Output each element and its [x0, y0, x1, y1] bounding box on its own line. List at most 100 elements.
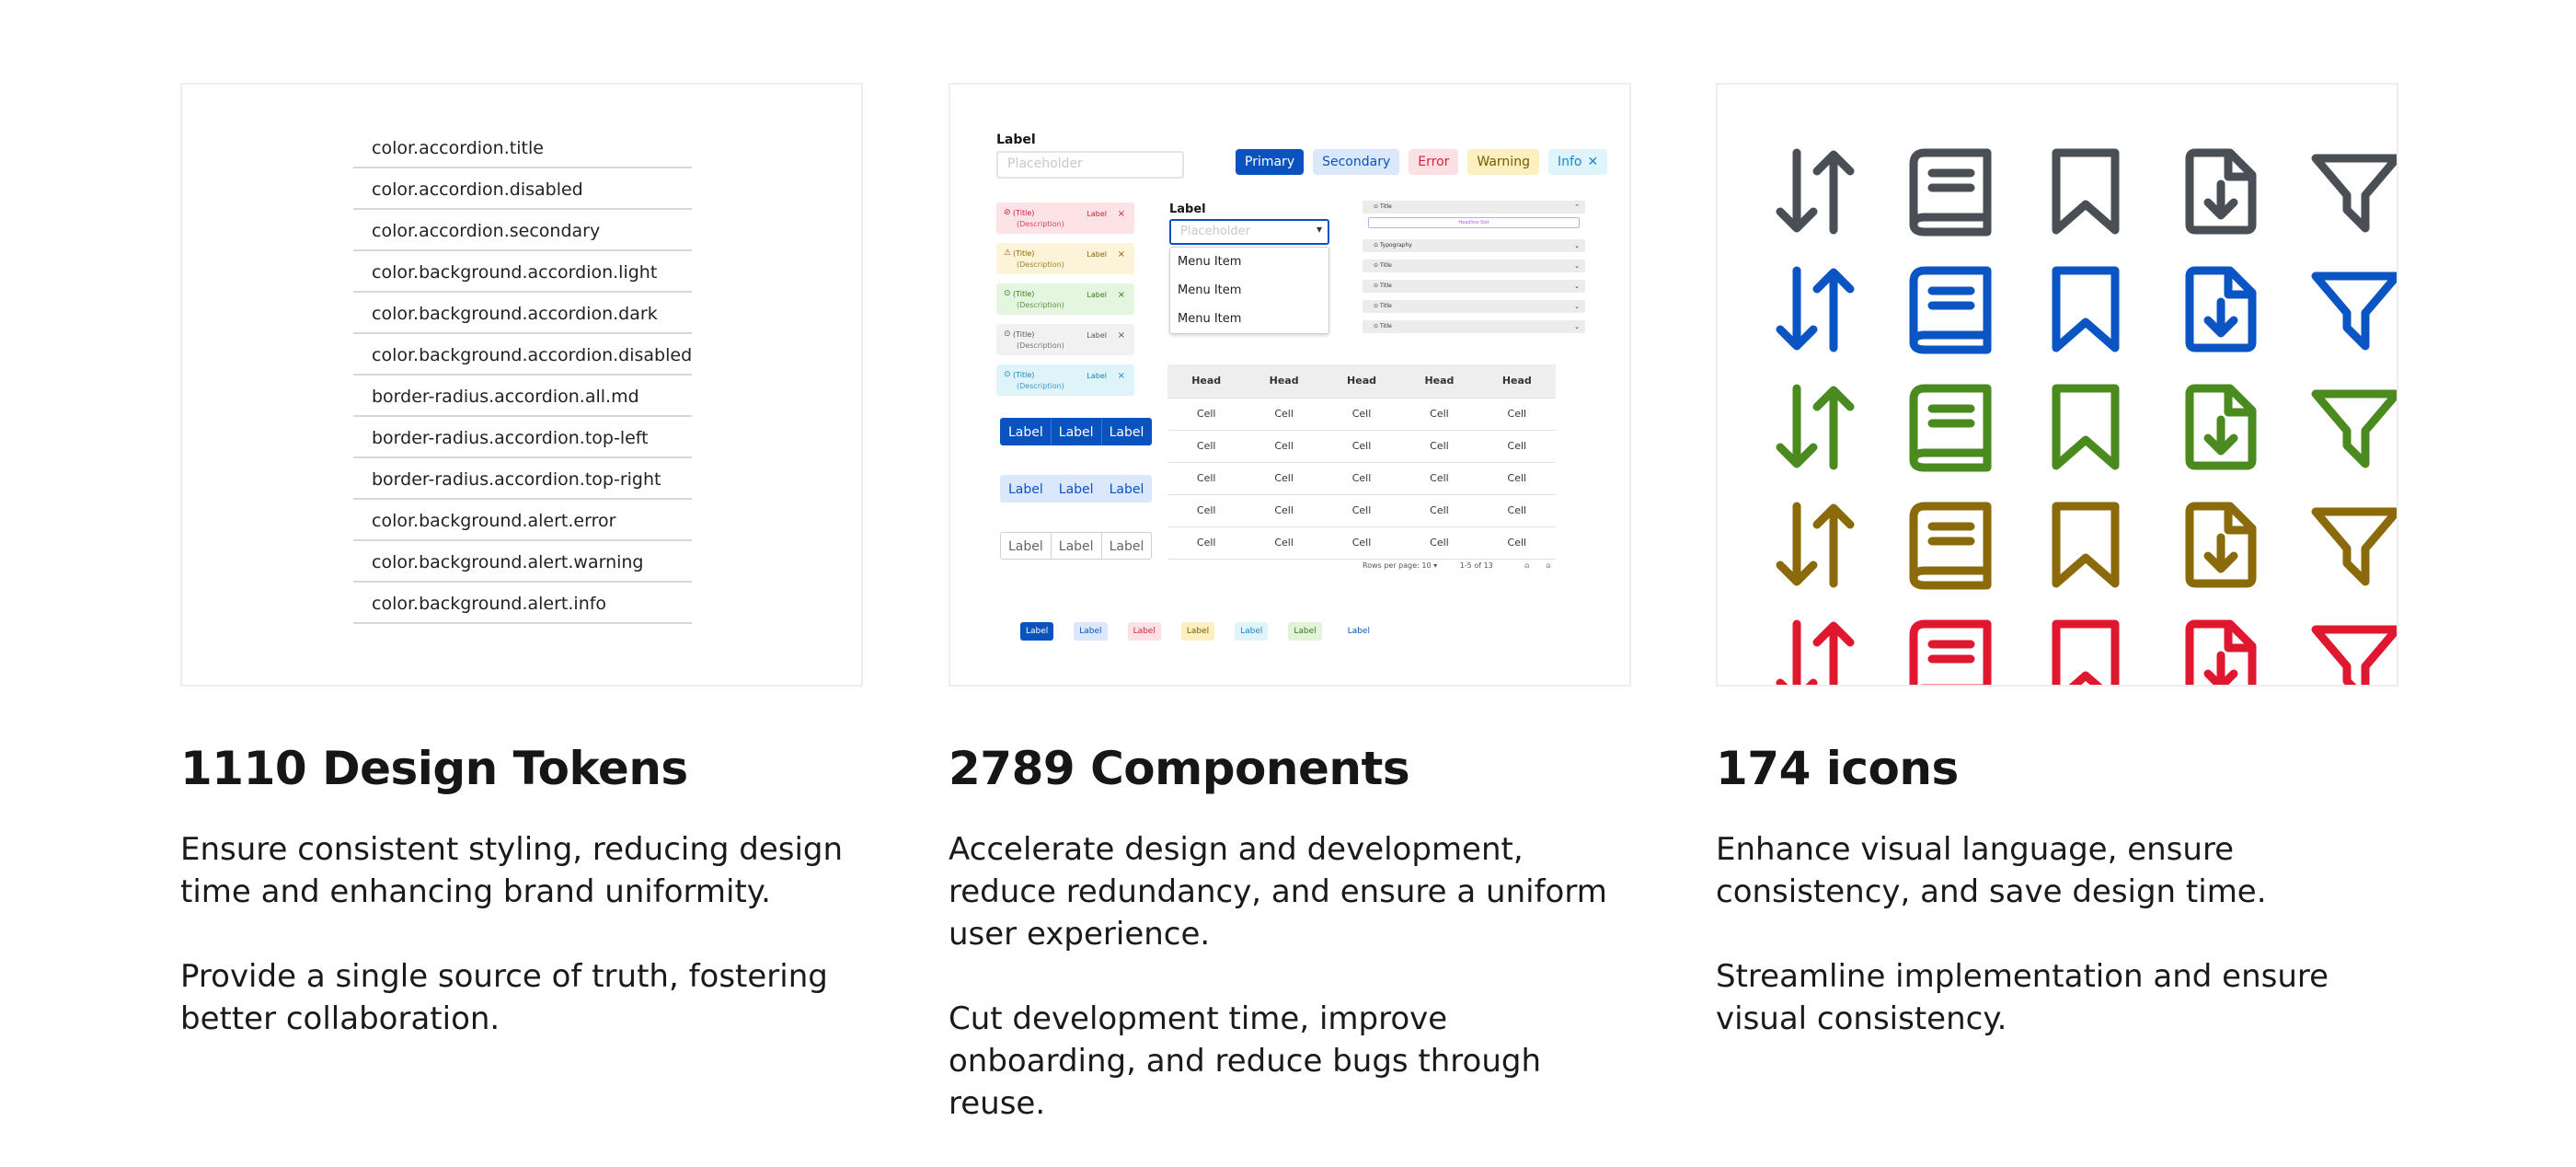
- menu-item[interactable]: Menu Item: [1178, 283, 1242, 297]
- mini-tag[interactable]: Label: [1127, 622, 1161, 641]
- components-card: Label Placeholder Primary Secondary Error W…: [949, 83, 1631, 687]
- table-header-cell[interactable]: Head: [1501, 375, 1532, 387]
- table-header-cell[interactable]: Head: [1347, 375, 1376, 387]
- token-row: color.accordion.title: [353, 127, 692, 168]
- chevron-up-icon: ⌃: [1574, 203, 1580, 211]
- tag-info[interactable]: Info ✕: [1547, 149, 1608, 175]
- accordion-row[interactable]: ⊙ Title⌄: [1363, 280, 1585, 293]
- accordion-header[interactable]: ⊙ Title ⌃: [1363, 201, 1585, 214]
- prev-page-icon[interactable]: ⍝: [1524, 561, 1530, 570]
- close-icon[interactable]: ×: [1117, 249, 1125, 260]
- alert-action[interactable]: Label: [1087, 331, 1107, 340]
- group-button[interactable]: Label: [1008, 482, 1043, 497]
- mini-tag[interactable]: Label: [1341, 622, 1375, 641]
- mini-tag[interactable]: Label: [1074, 622, 1108, 641]
- tag-row: Primary Secondary Error Warning Info ✕: [1236, 149, 1608, 175]
- group-button[interactable]: Label: [1050, 476, 1101, 502]
- text-input[interactable]: Placeholder: [996, 151, 1184, 179]
- table-cell: Cell: [1430, 472, 1449, 484]
- headline-slot: Headline Slot: [1368, 217, 1580, 228]
- tag-warning[interactable]: Warning: [1467, 149, 1539, 175]
- close-icon[interactable]: ×: [1117, 209, 1125, 219]
- tag-label: Info: [1557, 155, 1582, 169]
- accordion-row[interactable]: ⊙ Title⌄: [1363, 260, 1585, 272]
- accordion-row-label: Title: [1379, 303, 1392, 309]
- tag-primary[interactable]: Primary: [1236, 149, 1305, 175]
- accordion-row-label: Title: [1379, 323, 1392, 329]
- close-icon[interactable]: ×: [1117, 330, 1125, 341]
- table-cell: Cell: [1507, 408, 1527, 420]
- accordion-bullet-icon: ⊙: [1374, 303, 1380, 309]
- mini-tag[interactable]: Label: [1288, 622, 1322, 641]
- alert-status-icon: ⊙: [1004, 329, 1011, 339]
- table-cell: Cell: [1430, 537, 1449, 549]
- alert-title: (Title): [1013, 249, 1035, 258]
- file-download-icon: [2175, 263, 2267, 355]
- alert-action[interactable]: Label: [1087, 210, 1107, 218]
- table-cell: Cell: [1274, 408, 1294, 420]
- close-icon[interactable]: ×: [1117, 290, 1125, 300]
- alert-description: (Description): [1017, 260, 1064, 269]
- token-row: border-radius.accordion.top-left: [353, 417, 692, 458]
- close-icon[interactable]: ×: [1117, 371, 1125, 381]
- table-header-cell[interactable]: Head: [1424, 375, 1455, 387]
- group-button[interactable]: Label: [1008, 425, 1043, 440]
- group-button[interactable]: Label: [1100, 476, 1152, 502]
- table-cell: Cell: [1430, 408, 1449, 420]
- alert-action[interactable]: Label: [1087, 250, 1107, 259]
- table-cell: Cell: [1507, 537, 1527, 549]
- tag-label: Primary: [1245, 155, 1295, 169]
- dropdown-label: Label: [1169, 202, 1206, 216]
- rows-per-page-select[interactable]: 10 ▾: [1421, 561, 1438, 570]
- chevron-down-icon: ⌄: [1574, 283, 1580, 290]
- group-button[interactable]: Label: [1008, 539, 1043, 554]
- tag-secondary[interactable]: Secondary: [1313, 149, 1400, 175]
- accordion-row[interactable]: ⊙ Title⌄: [1363, 320, 1585, 333]
- components-mockup: Label Placeholder Primary Secondary Error W…: [950, 85, 1629, 685]
- accordion-row[interactable]: ⊙ Title⌄: [1363, 300, 1585, 313]
- file-download-icon: [2175, 381, 2267, 473]
- table-cell: Cell: [1507, 504, 1527, 516]
- filter-icon: [2310, 381, 2397, 473]
- alert-status-icon: ⊘: [1004, 208, 1011, 217]
- menu-item[interactable]: Menu Item: [1178, 312, 1242, 326]
- table-cell: Cell: [1196, 472, 1216, 484]
- tokens-description: Ensure consistent styling, reducing desi…: [180, 828, 863, 1082]
- table-header-cell[interactable]: Head: [1269, 375, 1299, 387]
- components-paragraph-2: Cut development time, improve onboarding…: [949, 1000, 1542, 1122]
- alert-action[interactable]: Label: [1087, 291, 1107, 299]
- next-page-icon[interactable]: ⍝: [1546, 561, 1551, 570]
- dropdown-select[interactable]: Placeholder ▾: [1169, 219, 1329, 245]
- alert-action[interactable]: Label: [1087, 372, 1107, 380]
- group-button[interactable]: Label: [1100, 533, 1152, 559]
- token-row: color.background.alert.info: [353, 583, 692, 624]
- alert-status-icon: ⊙: [1004, 370, 1011, 379]
- book-icon: [1904, 381, 1996, 473]
- token-row: color.background.accordion.dark: [353, 293, 692, 334]
- icons-heading: 174 icons: [1716, 742, 1959, 795]
- table-header-cell[interactable]: Head: [1191, 375, 1222, 387]
- group-button[interactable]: Label: [1100, 419, 1152, 445]
- tag-error[interactable]: Error: [1409, 149, 1459, 175]
- group-button[interactable]: Label: [1050, 419, 1101, 445]
- bookmark-icon: [2040, 499, 2132, 591]
- accordion-bullet-icon: ⊙: [1374, 203, 1380, 210]
- mini-tag[interactable]: Label: [1020, 622, 1054, 641]
- book-icon: [1904, 263, 1996, 355]
- table-cell: Cell: [1430, 504, 1449, 516]
- mini-tag[interactable]: Label: [1180, 622, 1215, 641]
- menu-item[interactable]: Menu Item: [1178, 255, 1242, 269]
- close-icon[interactable]: ✕: [1587, 155, 1599, 169]
- tag-label: Warning: [1477, 155, 1530, 169]
- mini-tag[interactable]: Label: [1235, 622, 1269, 641]
- token-row: color.accordion.disabled: [353, 168, 692, 210]
- group-button[interactable]: Label: [1050, 533, 1101, 559]
- filter-icon: [2310, 617, 2397, 685]
- accordion-row[interactable]: ⊙ Typography⌄: [1363, 239, 1585, 252]
